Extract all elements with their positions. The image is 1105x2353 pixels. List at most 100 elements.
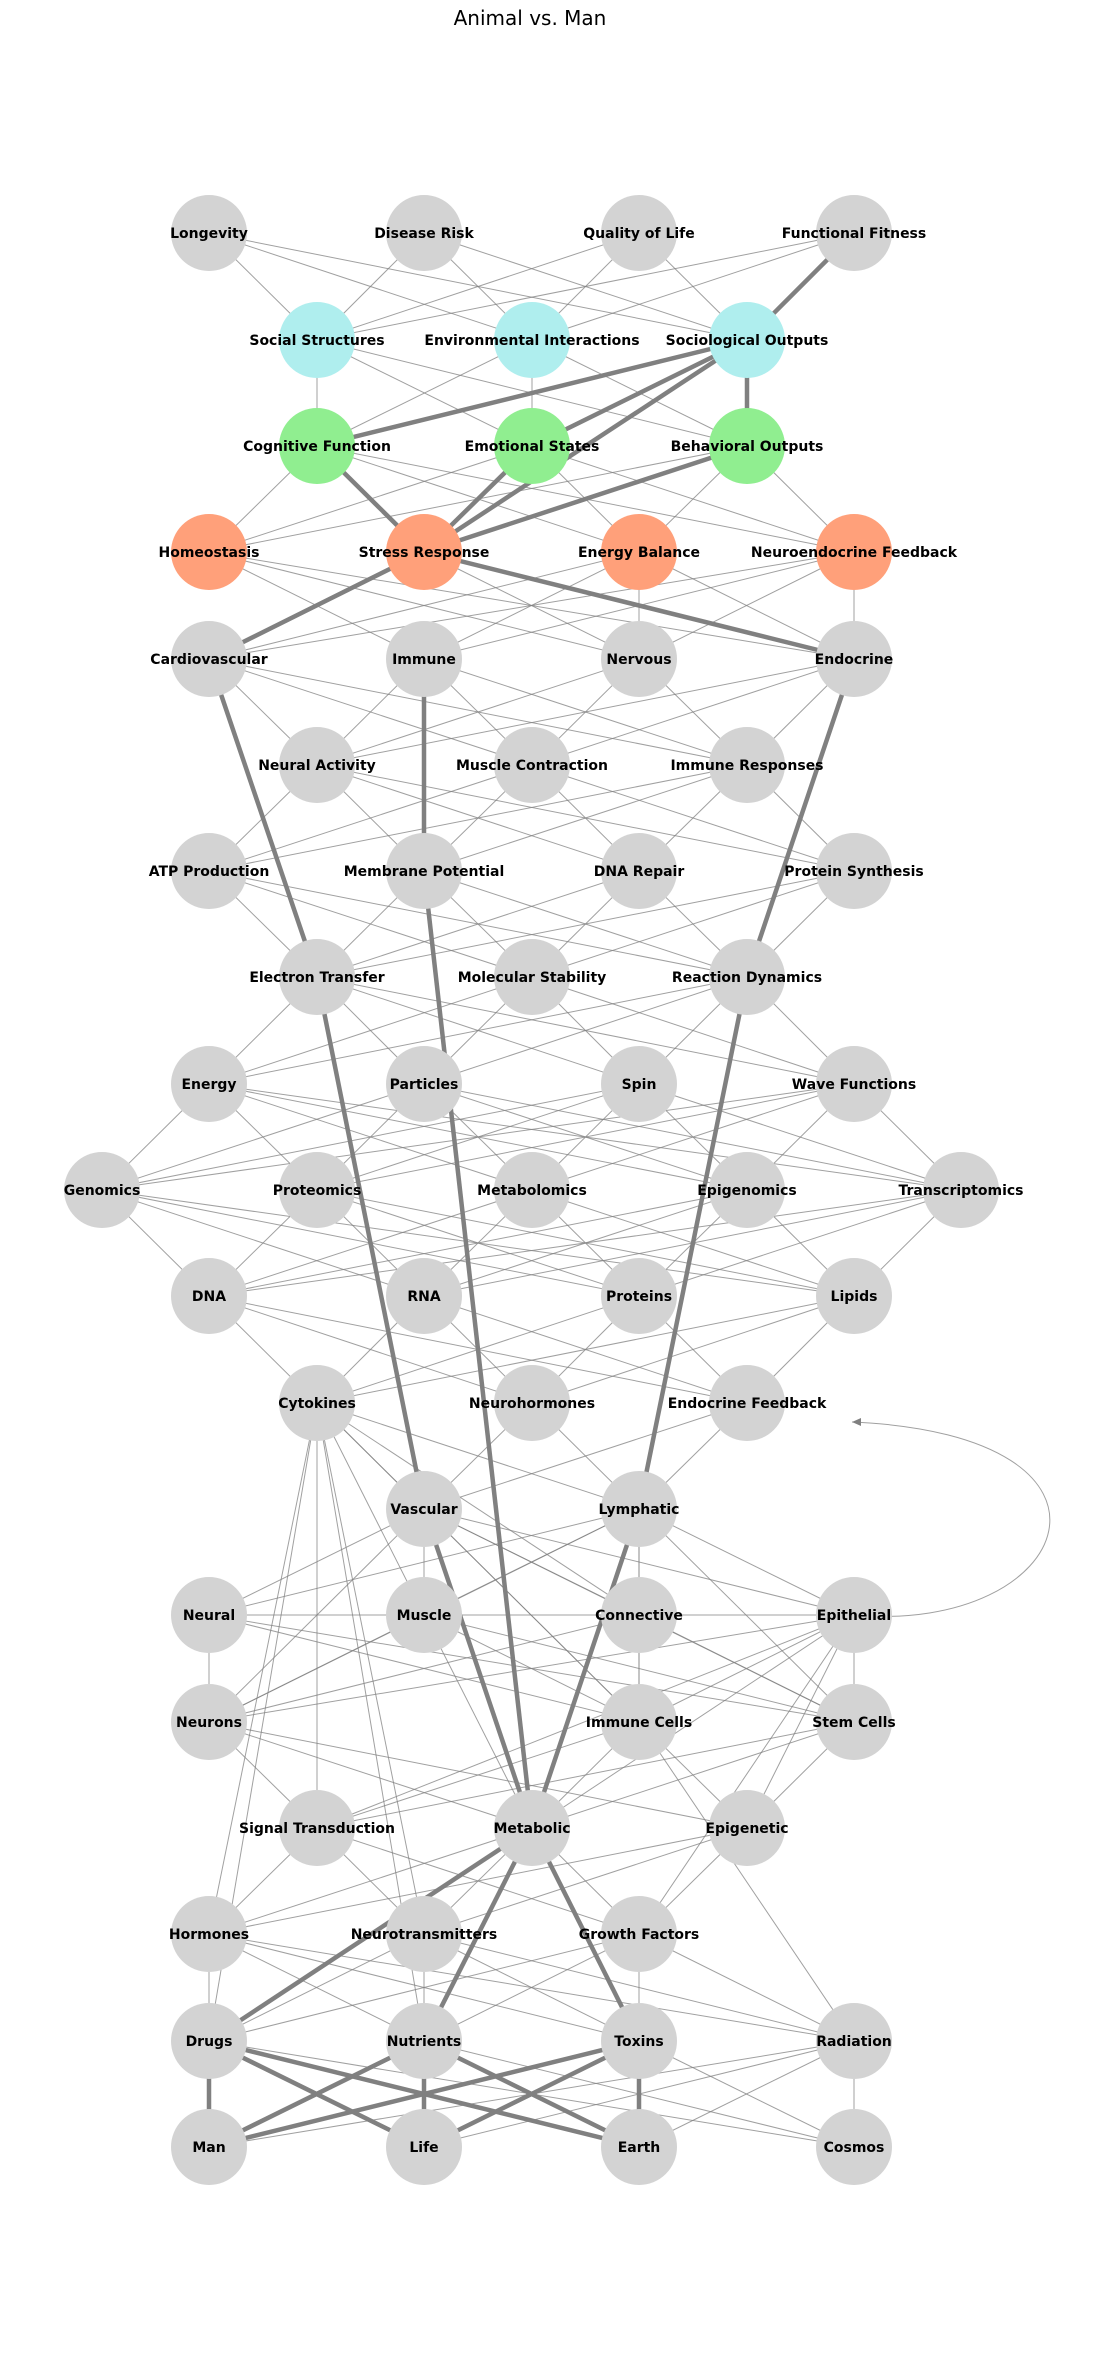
- edge-cytokines-to-muscle: [316, 1402, 425, 1616]
- node-label: Epigenetic: [705, 1821, 788, 1837]
- node-label: Molecular Stability: [458, 970, 607, 986]
- node-label: Lymphatic: [599, 1502, 680, 1518]
- edge-wave-functions-to-genomics: [101, 1083, 855, 1191]
- edge-lymphatic-to-neural: [208, 1508, 640, 1616]
- node-stem-cells: Stem Cells: [812, 1684, 896, 1760]
- edge-immune-responses-to-membrane-potential: [423, 764, 748, 872]
- edge-vascular-to-metabolic: [421, 1508, 535, 1829]
- node-reaction-dynamics: Reaction Dynamics: [672, 939, 822, 1015]
- node-dna: DNA: [171, 1258, 247, 1334]
- edge-metabolic-to-nutrients: [421, 1826, 535, 2043]
- node-label: Nervous: [606, 652, 671, 668]
- node-hormones: Hormones: [169, 1896, 249, 1972]
- node-circle: [601, 621, 677, 697]
- node-circle: [816, 1684, 892, 1760]
- node-metabolic: Metabolic: [493, 1790, 571, 1866]
- edge-endocrine-to-neural-activity: [316, 658, 855, 766]
- node-social-structures: Social Structures: [249, 302, 385, 378]
- node-circle: [601, 1896, 677, 1972]
- node-label: Reaction Dynamics: [672, 970, 822, 986]
- node-immune-responses: Immune Responses: [670, 727, 824, 803]
- node-label: DNA Repair: [594, 864, 685, 880]
- node-dna-repair: DNA Repair: [594, 833, 685, 909]
- node-electron-transfer: Electron Transfer: [249, 939, 385, 1015]
- node-drugs: Drugs: [171, 2003, 247, 2079]
- node-circle: [709, 1790, 785, 1866]
- node-circle: [494, 939, 570, 1015]
- node-label: Endocrine Feedback: [668, 1396, 827, 1412]
- node-label: Toxins: [614, 2034, 663, 2050]
- node-circle: [816, 621, 892, 697]
- node-rna: RNA: [386, 1258, 462, 1334]
- node-label: Emotional States: [465, 439, 600, 455]
- node-label: Drugs: [186, 2034, 233, 2050]
- diagram-title: Animal vs. Man: [453, 6, 607, 30]
- node-label: Cytokines: [278, 1396, 356, 1412]
- edge-functional-fitness-to-social-structures: [316, 232, 855, 341]
- edge-muscle-contraction-to-atp-production: [208, 764, 533, 872]
- edge-behavioral-outputs-to-stress-response: [423, 443, 748, 555]
- node-neurons: Neurons: [171, 1684, 247, 1760]
- node-earth: Earth: [601, 2109, 677, 2185]
- edge-endocrine-feedback-to-vascular: [423, 1402, 748, 1510]
- edge-epigenetic-to-neurotransmitters: [423, 1827, 748, 1935]
- edge-epigenetic-to-hormones: [208, 1827, 748, 1935]
- node-circle: [279, 1152, 355, 1228]
- node-label: Sociological Outputs: [666, 333, 829, 349]
- self-loop-epithelial: [851, 1421, 1051, 1617]
- node-circle: [279, 727, 355, 803]
- node-circle: [601, 1471, 677, 1547]
- node-growth-factors: Growth Factors: [579, 1896, 699, 1972]
- node-homeostasis: Homeostasis: [159, 514, 259, 590]
- edge-immune-cells-to-radiation: [638, 1721, 855, 2042]
- node-circle: [601, 833, 677, 909]
- edge-quality-of-life-to-social-structures: [316, 232, 640, 341]
- node-connective: Connective: [595, 1577, 683, 1653]
- node-genomics: Genomics: [64, 1152, 141, 1228]
- edge-sociological-outputs-to-emotional-states: [531, 337, 748, 449]
- node-circle: [279, 939, 355, 1015]
- node-atp-production: ATP Production: [149, 833, 269, 909]
- edge-nutrients-to-man: [208, 2038, 425, 2150]
- node-circle: [171, 621, 247, 697]
- edge-growth-factors-to-drugs: [208, 1933, 640, 2042]
- edge-particles-to-genomics: [101, 1083, 425, 1191]
- node-circle: [171, 2003, 247, 2079]
- node-circle: [386, 1471, 462, 1547]
- node-label: Spin: [622, 1077, 657, 1093]
- edge-muscle-to-metabolic: [423, 1614, 533, 1829]
- node-neuroendocrine-feedback: Neuroendocrine Feedback: [751, 514, 958, 590]
- node-label: Electron Transfer: [249, 970, 384, 986]
- node-circle: [709, 727, 785, 803]
- edge-stem-cells-to-signal-transduction: [316, 1721, 855, 1829]
- edge-reaction-dynamics-to-energy: [208, 976, 748, 1085]
- edge-membrane-potential-to-metabolic: [421, 870, 535, 1829]
- node-circle: [386, 2003, 462, 2079]
- edge-molecular-stability-to-energy: [208, 976, 533, 1085]
- node-toxins: Toxins: [601, 2003, 677, 2079]
- node-circle: [816, 1258, 892, 1334]
- edge-wave-functions-to-metabolomics: [531, 1083, 855, 1191]
- node-label: DNA: [192, 1289, 226, 1305]
- edge-protein-synthesis-to-molecular-stability: [531, 870, 855, 978]
- node-label: Signal Transduction: [239, 1821, 395, 1837]
- edge-electron-transfer-to-vascular: [314, 976, 427, 1510]
- node-circle: [494, 1790, 570, 1866]
- node-label: Neurons: [176, 1715, 242, 1731]
- node-label: Muscle: [397, 1608, 452, 1624]
- node-label: Social Structures: [249, 333, 384, 349]
- node-label: Wave Functions: [792, 1077, 916, 1093]
- node-label: Stress Response: [359, 545, 490, 561]
- node-circle: [601, 195, 677, 271]
- edge-vascular-to-neural: [208, 1508, 425, 1616]
- node-cardiovascular: Cardiovascular: [150, 621, 268, 697]
- edge-metabolic-to-toxins: [529, 1826, 642, 2043]
- node-label: Lipids: [831, 1289, 878, 1305]
- node-circle: [279, 302, 355, 378]
- edge-cardiovascular-to-electron-transfer: [206, 658, 320, 978]
- node-label: Genomics: [64, 1183, 141, 1199]
- node-circle: [171, 833, 247, 909]
- node-label: Cardiovascular: [150, 652, 267, 668]
- edge-radiation-to-earth: [638, 2040, 855, 2148]
